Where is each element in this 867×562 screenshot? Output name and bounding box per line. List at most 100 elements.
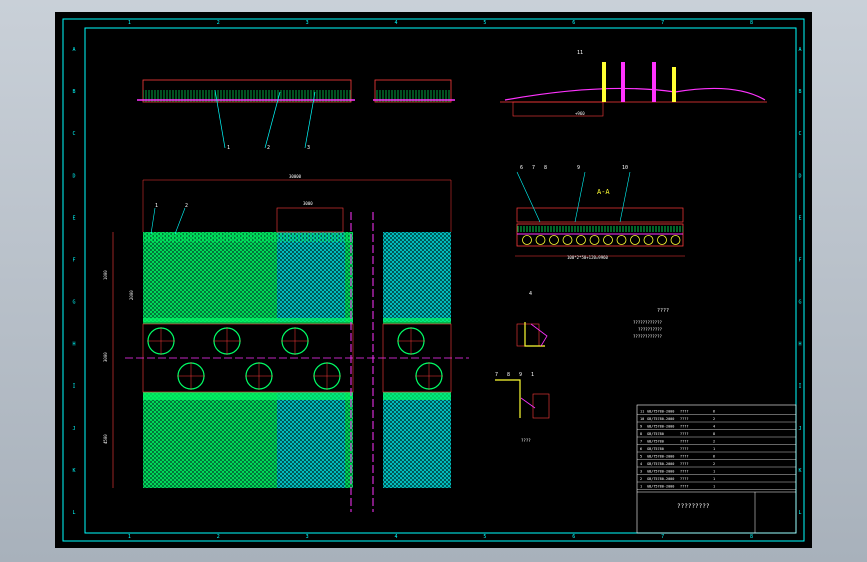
table-cell: GB/T5780-2000 <box>647 462 674 466</box>
pipe-circle <box>643 235 654 245</box>
frame-row-label: J <box>798 426 801 432</box>
frame-col-label: 5 <box>483 534 486 540</box>
callout-label: 2 <box>267 145 270 151</box>
table-cell: ???? <box>680 410 688 414</box>
table-cell: ???? <box>680 440 688 444</box>
pipe-circles <box>147 327 443 390</box>
table-cell: ???? <box>680 485 688 489</box>
table-cell: 2 <box>713 462 715 466</box>
table-cell: GB/T5780-2000 <box>647 485 674 489</box>
middle-section-view: 100*2*50+120=9960 A-A 6 7 8 9 10 <box>515 165 685 260</box>
pipe-circle <box>576 235 586 245</box>
frame-row-label: F <box>72 257 75 263</box>
table-cell: GB/T5780-2000 <box>647 425 674 429</box>
frame-col-label: 1 <box>128 534 131 540</box>
pipe-circle <box>603 235 613 245</box>
table-cell: ???? <box>680 417 688 421</box>
pipe-circles <box>522 235 681 245</box>
frame-col-label: 1 <box>128 20 131 26</box>
table-cell: 9 <box>640 425 642 429</box>
callout-label: 9 <box>519 372 522 378</box>
frame-row-label: G <box>798 300 801 306</box>
dimension-label: 30000 <box>289 174 302 179</box>
note-line: ???????????? <box>633 334 662 339</box>
table-cell: 8 <box>713 432 715 436</box>
table-cell: ???? <box>680 462 688 466</box>
drawing-title: ????????? <box>677 503 710 510</box>
callout-label: 11 <box>577 50 583 56</box>
frame-row-label: C <box>798 131 801 137</box>
detail-b: 7 8 9 1 ???? <box>495 372 550 443</box>
frame-col-label: 4 <box>395 534 398 540</box>
note-line: ?????????? <box>638 327 663 332</box>
frame-col-label: 7 <box>661 534 664 540</box>
dimension-label: 4500 <box>103 434 108 444</box>
plan-view: 30000 3000 1000 2000 3000 4500 1 2 <box>103 174 469 512</box>
table-cell: 4 <box>640 462 642 466</box>
table-cell: 1 <box>713 470 715 474</box>
table-cell: 1 <box>713 447 715 451</box>
dimension-label: +960 <box>575 111 585 116</box>
drawing-frame <box>62 18 805 542</box>
callout-label: 10 <box>622 165 628 171</box>
table-cell: GB/T5780 <box>647 432 664 436</box>
table-cell: 6 <box>640 447 642 451</box>
table-cell: ???? <box>680 455 688 459</box>
frame-row-label: G <box>72 300 75 306</box>
table-cell: ???? <box>680 470 688 474</box>
table-cell: ???? <box>680 425 688 429</box>
table-cell: ???? <box>680 447 688 451</box>
frame-row-label: E <box>798 215 801 221</box>
table-cell: 4 <box>713 425 715 429</box>
table-cell: GB/T5780-2000 <box>647 417 674 421</box>
frame-row-label: B <box>798 89 801 95</box>
table-cell: 1 <box>713 485 715 489</box>
frame-col-label: 8 <box>750 20 753 26</box>
callout-label: 1 <box>227 145 230 151</box>
table-cell: GB/T5780 <box>647 447 664 451</box>
table-cell: GB/T5780-2000 <box>647 410 674 414</box>
frame-row-label: E <box>72 215 75 221</box>
frame-row-label: D <box>72 173 75 179</box>
frame-row-label: I <box>72 384 75 390</box>
pipe-circle <box>670 235 681 245</box>
frame-row-label: B <box>72 89 75 95</box>
note-line: ???????????? <box>633 320 662 325</box>
frame-row-label: D <box>798 173 801 179</box>
callout-label: 9 <box>577 165 580 171</box>
frame-col-label: 8 <box>750 534 753 540</box>
table-cell: 2 <box>640 477 642 481</box>
right-section-view: +960 11 <box>500 50 767 117</box>
table-cell: GB/T5780-2000 <box>647 455 674 459</box>
table-cell: 11 <box>640 410 644 414</box>
frame-row-label: F <box>798 257 801 263</box>
table-cell: GB/T5780 <box>647 440 664 444</box>
dimension-label: 2000 <box>129 290 134 300</box>
table-cell: 8 <box>640 432 642 436</box>
frame-row-label: C <box>72 131 75 137</box>
frame-row-label: K <box>72 468 75 474</box>
table-cell: GB/T5780-2000 <box>647 477 674 481</box>
frame-row-label: H <box>72 342 75 348</box>
frame-col-label: 5 <box>483 20 486 26</box>
callout-label: 7 <box>532 165 535 171</box>
frame-col-label: 3 <box>306 20 309 26</box>
frame-col-label: 3 <box>306 534 309 540</box>
dimension-label: 3000 <box>303 201 313 206</box>
top-section-view: 1 2 3 <box>137 79 455 151</box>
callout-label: 1 <box>155 203 158 209</box>
callout-label: 8 <box>507 372 510 378</box>
frame-col-label: 7 <box>661 20 664 26</box>
table-cell: 6 <box>713 410 715 414</box>
pipe-circle <box>535 235 546 245</box>
pipe-circle <box>522 235 532 245</box>
callout-label: 4 <box>529 291 532 297</box>
callout-label: 6 <box>520 165 523 171</box>
table-cell: ???? <box>680 432 688 436</box>
frame-row-label: L <box>798 510 801 516</box>
